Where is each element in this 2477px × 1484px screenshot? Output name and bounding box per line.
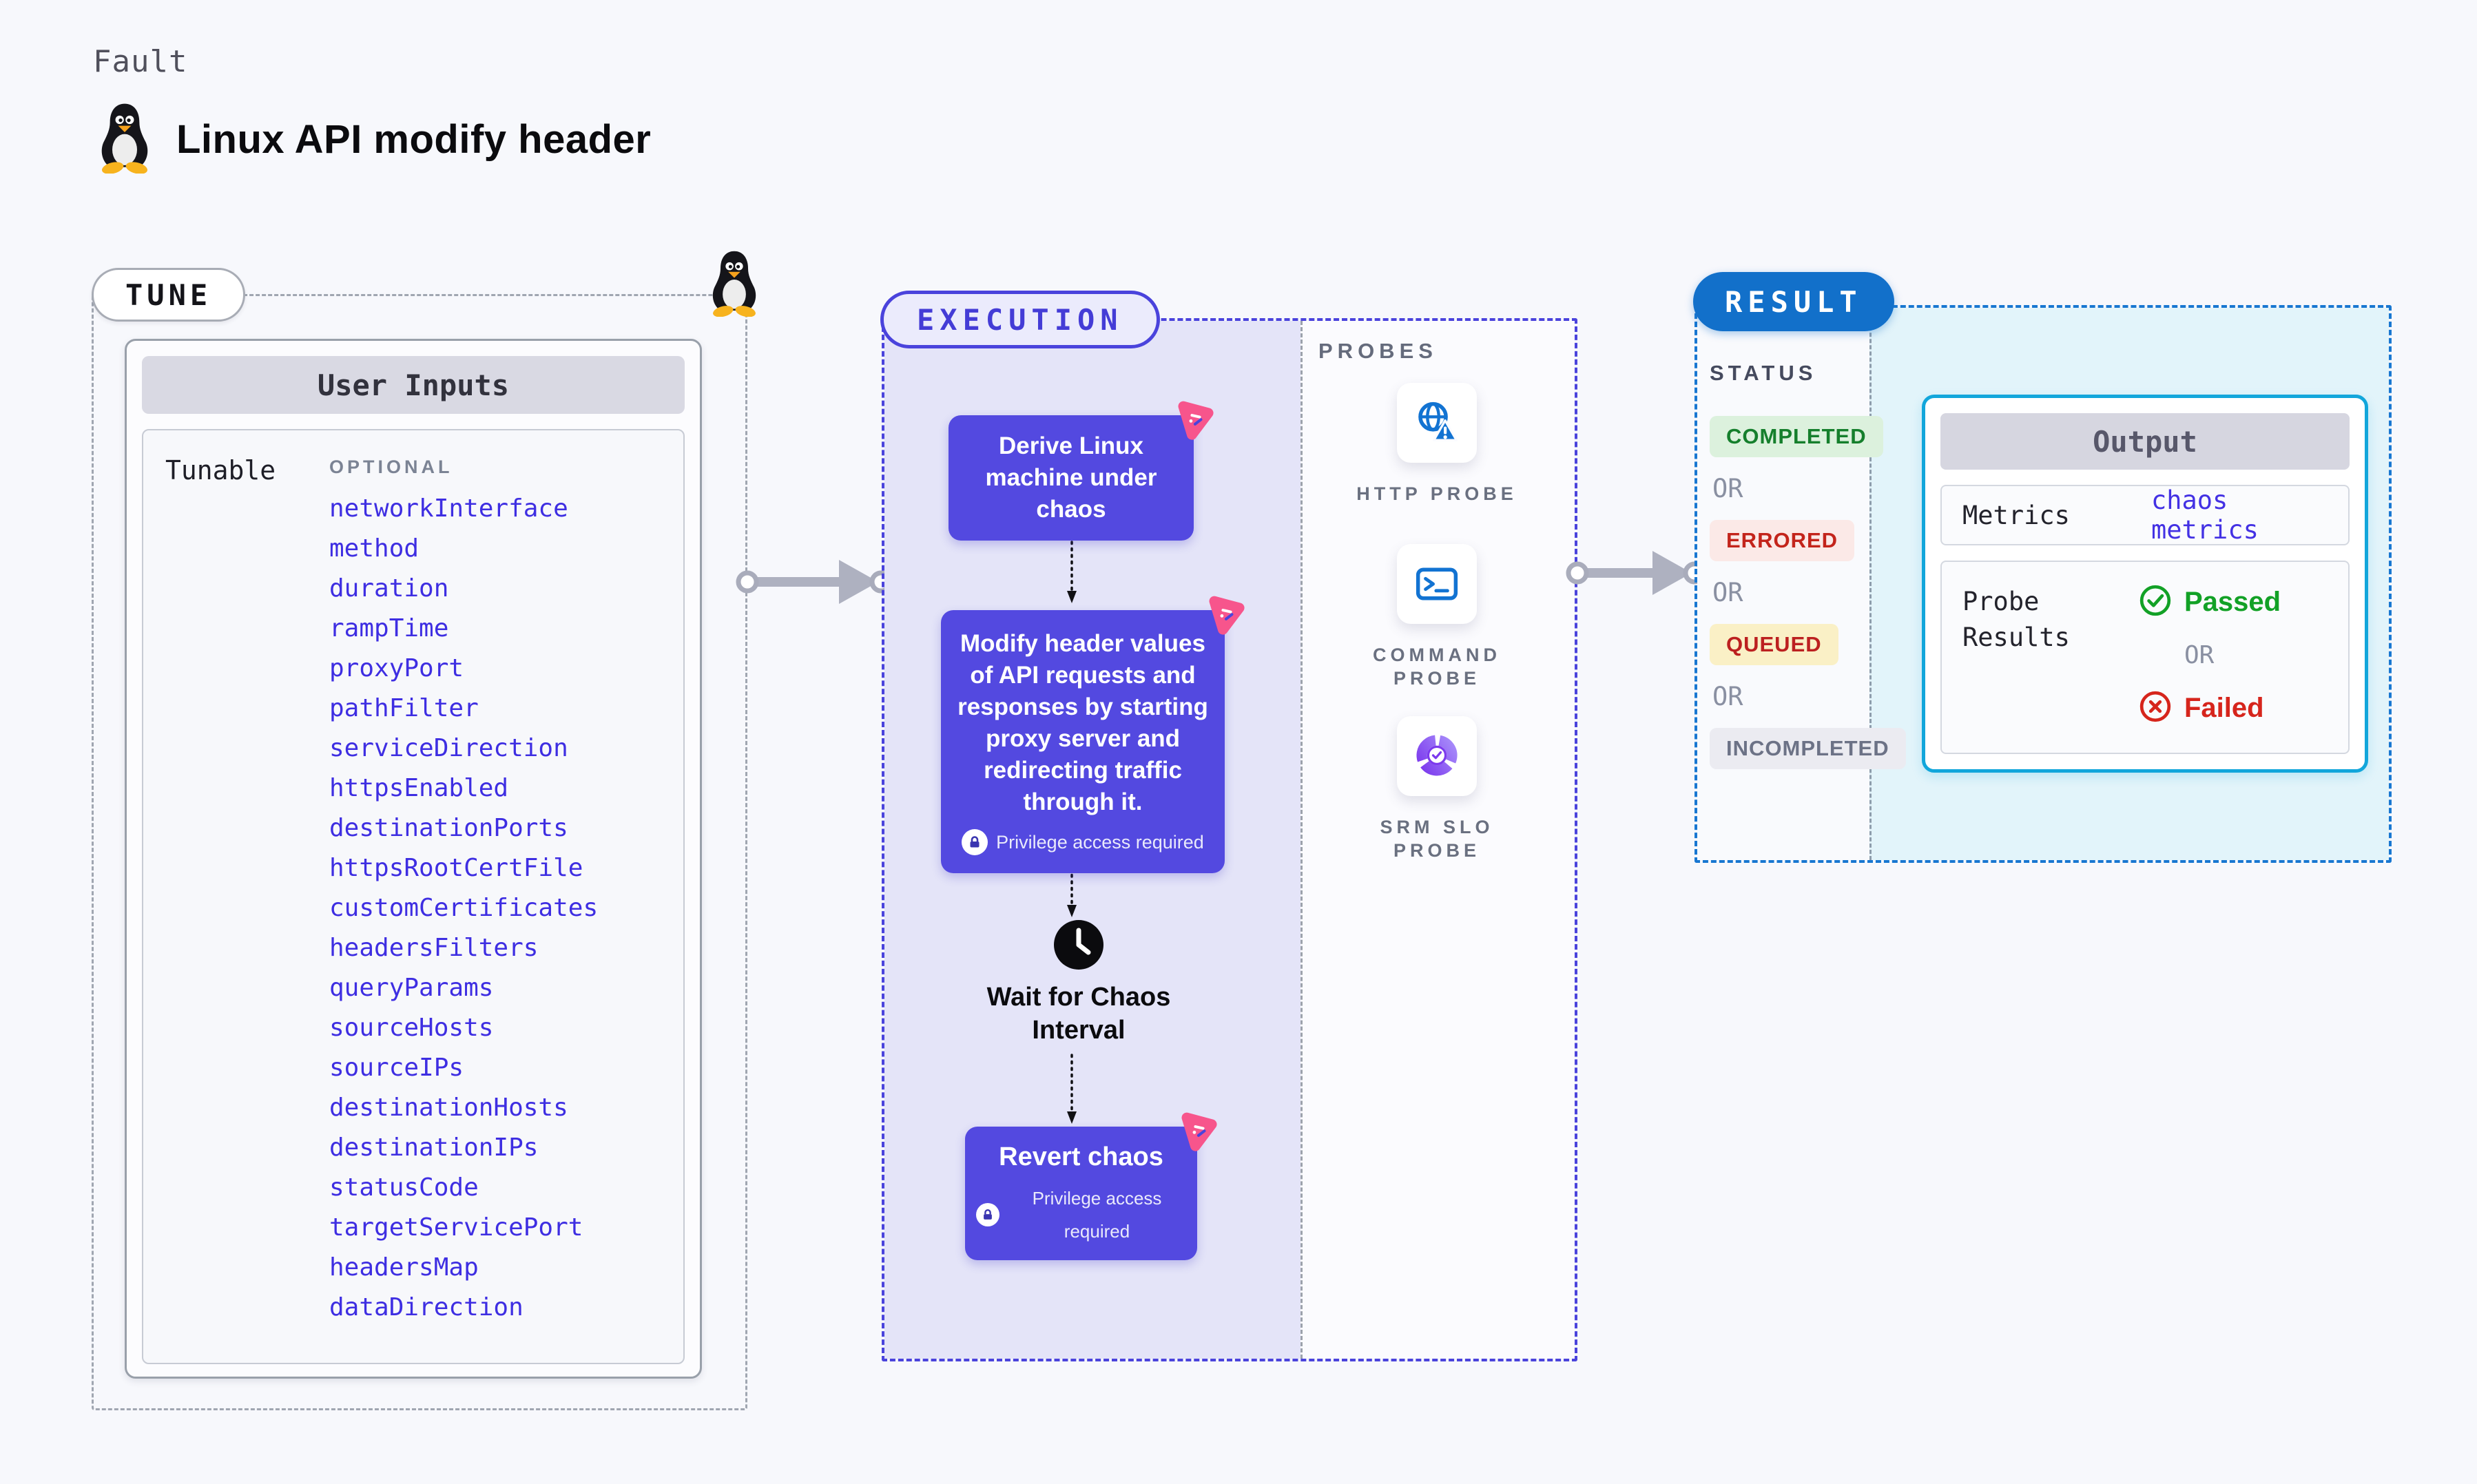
tunable-link[interactable]: proxyPort [329, 654, 464, 682]
flow-arrow-tune-to-execution [734, 556, 894, 611]
tunable-link[interactable]: headersFilters [329, 934, 539, 962]
or-separator: OR [2184, 641, 2215, 669]
srm-slo-probe-label: SRM SLO PROBE [1380, 817, 1494, 861]
tunable-link[interactable]: pathFilter [329, 694, 479, 722]
tune-section-boundary [92, 294, 747, 1410]
status-badge-completed: COMPLETED [1710, 416, 1883, 457]
probes-section-label: PROBES [1318, 339, 1438, 363]
tunable-link[interactable]: httpsRootCertFile [329, 854, 583, 882]
tunable-link[interactable]: destinationIPs [329, 1133, 539, 1162]
user-inputs-title: User Inputs [142, 356, 685, 414]
passed-verdict: Passed [2139, 584, 2332, 620]
tunable-link[interactable]: queryParams [329, 974, 494, 1002]
tune-badge: TUNE [92, 268, 246, 322]
tunable-row-label: Tunable [165, 455, 276, 485]
status-badge-incompleted: INCOMPLETED [1710, 728, 1906, 769]
status-column: STATUS COMPLETED OR ERRORED OR QUEUED OR… [1710, 361, 1906, 769]
tunable-link[interactable]: destinationHosts [329, 1094, 568, 1122]
chaos-fault-icon [1171, 1105, 1221, 1154]
tux-penguin-icon [707, 249, 762, 317]
privilege-note-row: Privilege access required [955, 826, 1211, 858]
x-circle-icon [2139, 690, 2172, 727]
chaos-metrics-link[interactable]: chaos metrics [2150, 485, 2259, 545]
status-badge-queued: QUEUED [1710, 624, 1838, 665]
http-probe-label: HTTP PROBE [1356, 483, 1517, 504]
tunable-link[interactable]: sourceHosts [329, 1014, 494, 1042]
page-title: Linux API modify header [176, 117, 652, 162]
privilege-note-row: Privilege access required [976, 1182, 1186, 1248]
derive-machine-node: Derive Linux machine under chaos [949, 401, 1214, 541]
tunable-link[interactable]: destinationPorts [329, 814, 568, 842]
http-probe: HTTP PROBE [1340, 383, 1533, 505]
derive-machine-label: Derive Linux machine under chaos [985, 432, 1157, 523]
wait-interval-label: Wait for Chaos Interval [986, 983, 1171, 1045]
optional-label: OPTIONAL [329, 457, 453, 477]
tunable-link[interactable]: dataDirection [329, 1293, 524, 1321]
failed-label: Failed [2184, 693, 2264, 723]
chaos-fault-icon [1168, 393, 1217, 443]
inject-fault-label: Modify header values of API requests and… [957, 630, 1208, 815]
metrics-row: Metrics chaos metrics [1940, 485, 2350, 545]
clock-icon [1053, 919, 1105, 971]
srm-slo-probe-donut-icon [1397, 716, 1477, 796]
or-separator: OR [1712, 682, 1743, 711]
tunables-panel: Tunable OPTIONAL networkInterface method d… [142, 429, 685, 1364]
lock-icon [976, 1203, 999, 1226]
tunable-link[interactable]: rampTime [329, 614, 449, 642]
command-probe-label: COMMAND PROBE [1373, 645, 1501, 689]
tunable-link[interactable]: targetServicePort [329, 1213, 583, 1242]
tunable-link[interactable]: sourceIPs [329, 1054, 464, 1082]
check-circle-icon [2139, 584, 2172, 620]
or-separator: OR [1712, 474, 1743, 503]
metrics-label: Metrics [1962, 500, 2070, 530]
output-title: Output [1940, 413, 2350, 470]
tunable-link[interactable]: httpsEnabled [329, 774, 509, 802]
probes-panel [1300, 321, 1575, 1359]
probe-results-values: Passed OR Failed [2115, 584, 2332, 727]
passed-label: Passed [2184, 587, 2281, 617]
tunable-link[interactable]: customCertificates [329, 894, 599, 922]
tunable-link[interactable]: duration [329, 574, 449, 603]
tunable-link[interactable]: method [329, 534, 419, 563]
command-probe-terminal-icon [1397, 544, 1477, 624]
page-title-row: Linux API modify header [95, 102, 651, 177]
status-badge-errored: ERRORED [1710, 520, 1855, 561]
revert-chaos-node: Revert chaos Privilege access required [965, 1112, 1217, 1260]
srm-slo-probe: SRM SLO PROBE [1340, 716, 1533, 862]
tunable-link[interactable]: networkInterface [329, 494, 568, 523]
tunable-column: OPTIONAL networkInterface method duration r… [329, 451, 676, 1342]
failed-verdict: Failed [2139, 690, 2332, 727]
http-probe-globe-alert-icon [1397, 383, 1477, 463]
tunable-list: networkInterface method duration rampTime pr… [329, 489, 676, 1328]
status-label: STATUS [1710, 361, 1817, 385]
revert-chaos-label: Revert chaos [999, 1142, 1163, 1171]
flow-arrow-down-icon [1066, 1054, 1077, 1127]
inject-fault-node: Modify header values of API requests and… [941, 596, 1245, 873]
privilege-note: Privilege access required [1032, 1188, 1162, 1242]
privilege-note: Privilege access required [996, 832, 1204, 853]
probe-results-label: Probe Results [1962, 587, 2070, 652]
tunable-link[interactable]: headersMap [329, 1253, 479, 1282]
tunable-link[interactable]: statusCode [329, 1173, 479, 1202]
execution-badge: EXECUTION [880, 291, 1160, 348]
lock-icon [962, 829, 988, 855]
output-card: Output Metrics chaos metrics Probe Resul… [1922, 395, 2368, 773]
command-probe: COMMAND PROBE [1340, 544, 1533, 690]
user-inputs-card: User Inputs Tunable OPTIONAL networkInte… [125, 339, 702, 1379]
flow-arrow-execution-to-result [1564, 547, 1708, 602]
or-separator: OR [1712, 578, 1743, 607]
tunable-link[interactable]: serviceDirection [329, 734, 568, 762]
result-badge: RESULT [1693, 272, 1894, 331]
tux-penguin-icon [95, 102, 154, 177]
flow-arrow-down-icon [1066, 527, 1077, 607]
chaos-fault-icon [1199, 588, 1248, 638]
probe-results-row: Probe Results Passed OR [1940, 561, 2350, 754]
fault-kicker: Fault [93, 44, 188, 79]
